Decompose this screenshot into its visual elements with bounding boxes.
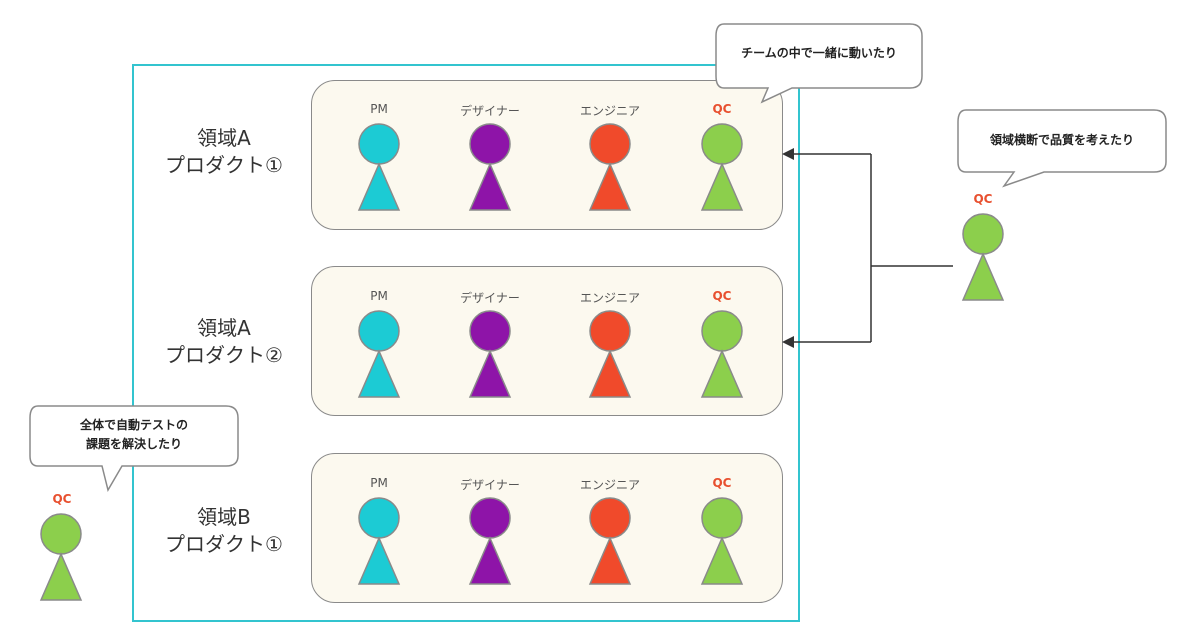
team-speech-bubble bbox=[715, 23, 923, 104]
person-icon-qc bbox=[700, 122, 744, 212]
group-product-label: プロダクト① bbox=[165, 532, 283, 556]
person-body bbox=[357, 536, 401, 585]
role-label-qc: QC bbox=[712, 476, 732, 490]
role-label-pm: PM bbox=[370, 102, 388, 116]
automation-callout-line-1: 全体で自動テストの bbox=[79, 418, 188, 432]
role-label-designer: デザイナー bbox=[460, 291, 520, 305]
person-body bbox=[357, 162, 401, 211]
person-icon-engineer bbox=[588, 122, 632, 212]
person-icon-designer bbox=[468, 496, 512, 586]
person-body bbox=[39, 552, 83, 601]
role-label-qc: QC bbox=[712, 289, 732, 303]
person-icon-engineer bbox=[588, 309, 632, 399]
role-label-designer: デザイナー bbox=[460, 104, 520, 118]
person-icon-pm bbox=[357, 496, 401, 586]
person-body bbox=[961, 252, 1005, 301]
automation-callout-text: 全体で自動テストの 課題を解決したり bbox=[30, 416, 238, 454]
role-label-engineer: エンジニア bbox=[579, 104, 640, 118]
role-label-engineer: エンジニア bbox=[579, 478, 640, 492]
person-icon-automation-qc bbox=[39, 512, 83, 602]
group-product-label: プロダクト② bbox=[165, 343, 283, 367]
person-body bbox=[468, 349, 512, 398]
all-domains-frame bbox=[132, 64, 800, 622]
person-icon-engineer bbox=[588, 496, 632, 586]
person-icon-pm bbox=[357, 122, 401, 212]
person-icon-designer bbox=[468, 122, 512, 212]
group-label-3: 領域B プロダクト① bbox=[138, 504, 310, 558]
person-body bbox=[588, 162, 632, 211]
group-domain-label: 領域B bbox=[197, 505, 251, 529]
person-icon-qc bbox=[700, 496, 744, 586]
group-domain-label: 領域A bbox=[197, 126, 251, 150]
person-icon-cross-domain-qc bbox=[961, 212, 1005, 302]
role-label-pm: PM bbox=[370, 289, 388, 303]
role-label-qc: QC bbox=[712, 102, 732, 116]
automation-callout-line-2: 課題を解決したり bbox=[85, 437, 182, 451]
person-body bbox=[700, 349, 744, 398]
group-label-2: 領域A プロダクト② bbox=[138, 315, 310, 369]
person-body bbox=[588, 536, 632, 585]
person-icon-qc bbox=[700, 309, 744, 399]
role-label-pm: PM bbox=[370, 476, 388, 490]
person-body bbox=[468, 536, 512, 585]
person-icon-designer bbox=[468, 309, 512, 399]
cross-domain-callout-text: 領域横断で品質を考えたり bbox=[989, 133, 1134, 147]
automation-qc-label: QC bbox=[52, 492, 72, 506]
cross-domain-speech-bubble bbox=[957, 109, 1167, 188]
person-icon-pm bbox=[357, 309, 401, 399]
person-body bbox=[700, 162, 744, 211]
cross-domain-qc-label: QC bbox=[973, 192, 993, 206]
group-product-label: プロダクト① bbox=[165, 153, 283, 177]
role-label-engineer: エンジニア bbox=[579, 291, 640, 305]
person-body bbox=[700, 536, 744, 585]
role-label-designer: デザイナー bbox=[460, 478, 520, 492]
group-domain-label: 領域A bbox=[197, 316, 251, 340]
person-body bbox=[468, 162, 512, 211]
automation-speech-bubble bbox=[29, 405, 239, 492]
group-label-1: 領域A プロダクト① bbox=[138, 125, 310, 179]
person-body bbox=[588, 349, 632, 398]
person-body bbox=[357, 349, 401, 398]
team-callout-text: チームの中で一緒に動いたり bbox=[741, 46, 897, 60]
